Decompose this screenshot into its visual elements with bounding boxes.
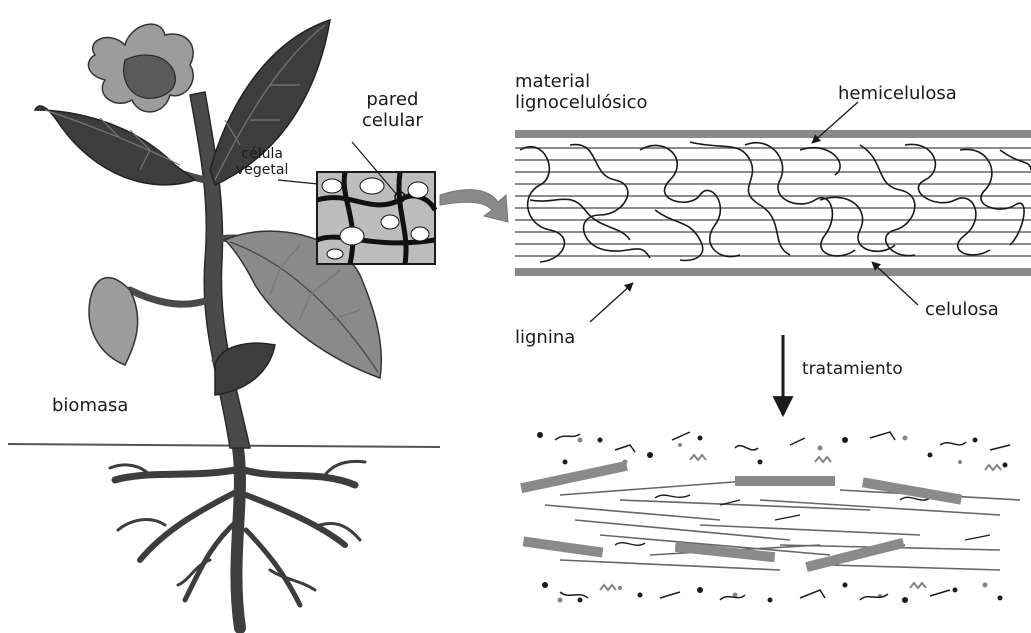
cell-wall-inset <box>317 172 435 264</box>
lignin-plate-bottom <box>515 268 1031 276</box>
treated-lignin-plates <box>520 461 962 572</box>
treated-particles-gray <box>558 436 988 603</box>
lignin-plate-top <box>515 130 1031 138</box>
cellulose-label: celulosa <box>925 300 999 321</box>
leaf-lower-small <box>215 343 275 395</box>
cellulose-fibers <box>515 148 1031 256</box>
leaf-top-left <box>35 106 195 185</box>
treated-particles <box>537 432 1008 603</box>
magnify-arrow <box>440 190 508 222</box>
cell-label-leader <box>278 180 318 184</box>
ground-line <box>8 444 440 447</box>
plant-roots <box>110 448 365 628</box>
treated-gray-squiggles <box>600 455 1001 590</box>
cell-wall-label: pared celular <box>362 90 423 131</box>
lignocellulosic-material-label: material lignocelulósico <box>515 72 648 113</box>
lignin-label: lignina <box>515 328 575 349</box>
flower <box>88 24 193 112</box>
lignin-arrow <box>590 283 633 322</box>
plant-cell-label: célula vegetal <box>236 146 288 178</box>
leaf-left-folded <box>89 278 138 365</box>
hemicellulose-label: hemicelulosa <box>838 84 957 105</box>
biomass-label: biomasa <box>52 396 128 417</box>
treated-fragments <box>555 432 1010 600</box>
treatment-label: tratamiento <box>802 360 903 380</box>
